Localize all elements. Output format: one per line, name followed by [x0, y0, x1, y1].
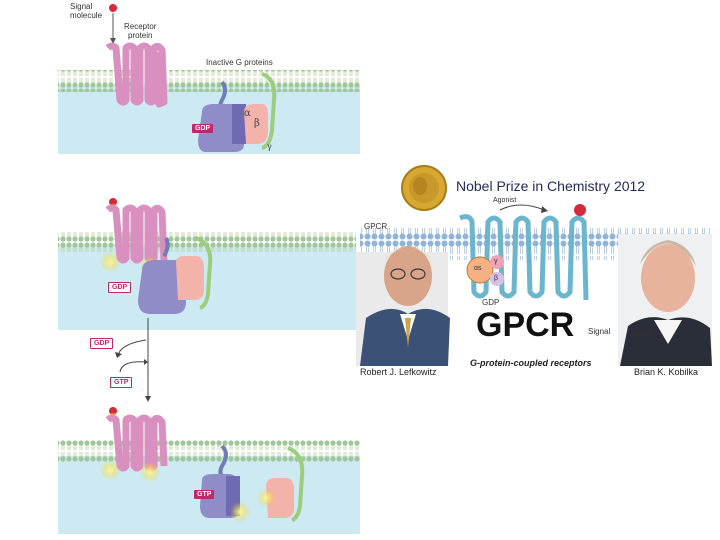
panel-dissociated [58, 407, 360, 534]
gdp-tag: GDP [108, 282, 132, 293]
receptor-protein [105, 204, 168, 264]
poster-receptor [459, 214, 589, 301]
gpcr-big-label: GPCR [476, 306, 575, 344]
gdp-released-tag: GDP [90, 338, 114, 349]
g-gamma-subunit [261, 72, 277, 150]
g-alpha-subunit [138, 260, 186, 314]
signal-molecule-icon [109, 4, 117, 12]
gdp-tag: GDP [192, 124, 214, 133]
g-gamma-subunit [195, 236, 213, 310]
panel-activated [58, 198, 360, 402]
nobel-poster [356, 165, 712, 380]
gpcr-small-label: GPCR [364, 222, 388, 231]
receptor-protein [105, 414, 168, 472]
poster-subtitle: G-protein-coupled receptors [470, 358, 592, 368]
membrane [58, 70, 360, 92]
g-beta-subunit [244, 104, 268, 144]
g-beta-subunit [176, 256, 204, 300]
poster-beta-label: β [494, 275, 499, 282]
poster-gamma-label: γ [494, 258, 498, 265]
alpha-label: α [244, 108, 251, 119]
gtp-bound-tag: GTP [194, 490, 215, 499]
signal-molecule-label: Signal molecule [70, 2, 103, 20]
alpha-s-label: αs [474, 265, 482, 272]
laureate-kobilka: Brian K. Kobilka [634, 367, 699, 377]
membrane [58, 440, 360, 462]
g-beta-subunit [266, 478, 294, 518]
signal-label: Signal [588, 327, 611, 336]
agonist-label: Agonist [493, 197, 517, 204]
g-gamma-subunit [287, 446, 305, 522]
poster-title: Nobel Prize in Chemistry 2012 [456, 178, 646, 194]
receptor-protein-label: Receptor protein [124, 22, 157, 40]
inactive-g-protein-label: Inactive G proteins [206, 58, 273, 67]
gamma-label: γ [267, 142, 272, 151]
panel-inactive [58, 4, 360, 154]
poster-gtp-label: GTP [634, 331, 651, 340]
laureate-lefkowitz: Robert J. Lefkowitz [360, 367, 437, 377]
receptor-protein [105, 42, 168, 108]
gtp-tag: GTP [110, 377, 133, 388]
poster-agonist-icon [574, 204, 586, 216]
beta-label: β [254, 118, 260, 129]
poster-alpha-s [466, 256, 494, 284]
poster-gdp-label: GDP [482, 298, 500, 307]
